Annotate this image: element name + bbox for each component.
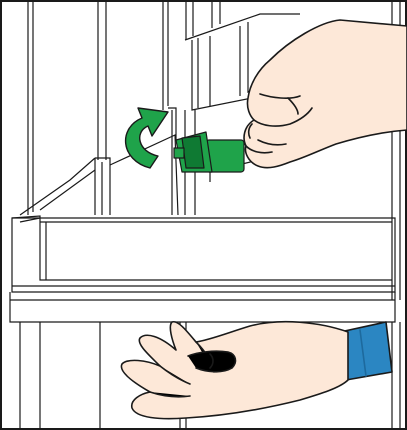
lower-hand-icon: [121, 322, 392, 419]
upper-hand-icon: [244, 20, 407, 168]
rotate-arrow-icon: [126, 108, 168, 168]
